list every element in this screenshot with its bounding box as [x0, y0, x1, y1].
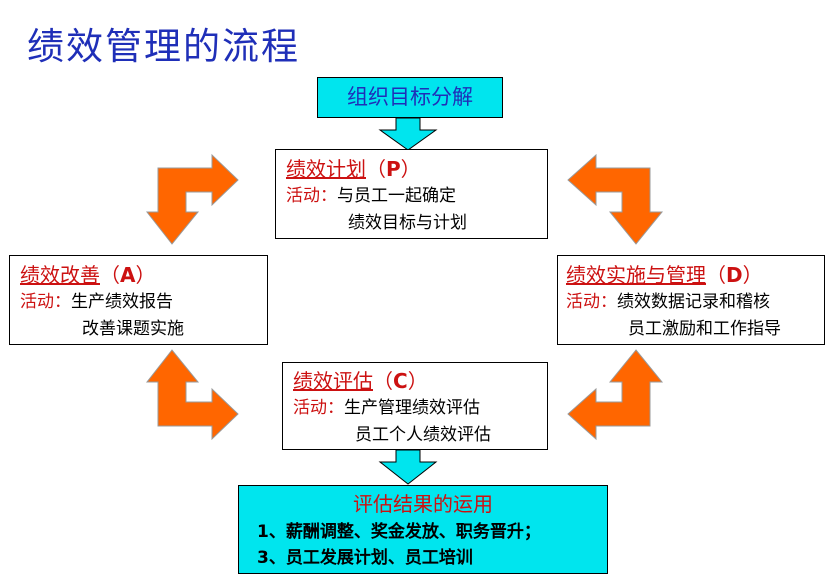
result-item-1: 1、薪酬调整、奖金发放、职务晋升；: [257, 522, 541, 542]
cycle-arrow-top-right: [567, 153, 664, 245]
plan-code: P: [386, 157, 401, 181]
down-arrow-bottom: [378, 449, 438, 485]
plan-line-1: 与员工一起确定: [337, 186, 456, 206]
evaluate-activity-label: 活动：: [293, 398, 344, 418]
evaluate-box: 绩效评估（C） 活动：生产管理绩效评估 员工个人绩效评估: [282, 362, 548, 450]
implement-box: 绩效实施与管理（D） 活动：绩效数据记录和稽核 员工激励和工作指导: [557, 255, 825, 345]
implement-activity-label: 活动：: [566, 292, 617, 312]
result-box: 评估结果的运用 1、薪酬调整、奖金发放、职务晋升； 3、员工发展计划、员工培训: [238, 485, 608, 574]
implement-line-1: 绩效数据记录和稽核: [617, 292, 770, 312]
evaluate-code: C: [393, 369, 408, 393]
implement-name: 绩效实施与管理: [566, 263, 706, 287]
cycle-arrow-top-left: [145, 153, 239, 245]
cycle-arrow-bottom-left: [145, 349, 239, 441]
plan-activity-label: 活动：: [286, 186, 337, 206]
plan-box: 绩效计划（P） 活动：与员工一起确定 绩效目标与计划: [275, 149, 548, 239]
improve-name: 绩效改善: [20, 263, 100, 287]
improve-code: A: [120, 263, 136, 287]
evaluate-heading: 绩效评估（C）: [293, 369, 428, 393]
improve-line-2: 改善课题实施: [82, 319, 184, 339]
evaluate-line-1: 生产管理绩效评估: [344, 398, 480, 418]
implement-heading: 绩效实施与管理（D）: [566, 263, 763, 287]
improve-activity-label: 活动：: [20, 292, 71, 312]
evaluate-line-2: 员工个人绩效评估: [355, 425, 491, 445]
improve-heading: 绩效改善（A）: [20, 263, 156, 287]
plan-line-2: 绩效目标与计划: [348, 213, 467, 233]
down-arrow-top: [378, 117, 438, 151]
improve-line-1: 生产绩效报告: [71, 292, 173, 312]
evaluate-name: 绩效评估: [293, 369, 373, 393]
org-goal-box: 组织目标分解: [317, 77, 503, 118]
result-item-2: 3、员工发展计划、员工培训: [257, 548, 473, 568]
plan-name: 绩效计划: [286, 157, 366, 181]
cycle-arrow-bottom-right: [567, 349, 664, 441]
result-title: 评估结果的运用: [353, 492, 493, 516]
page-title: 绩效管理的流程: [27, 25, 300, 68]
implement-code: D: [726, 263, 743, 287]
plan-heading: 绩效计划（P）: [286, 157, 421, 181]
implement-line-2: 员工激励和工作指导: [628, 319, 781, 339]
improve-box: 绩效改善（A） 活动：生产绩效报告 改善课题实施: [9, 255, 268, 345]
